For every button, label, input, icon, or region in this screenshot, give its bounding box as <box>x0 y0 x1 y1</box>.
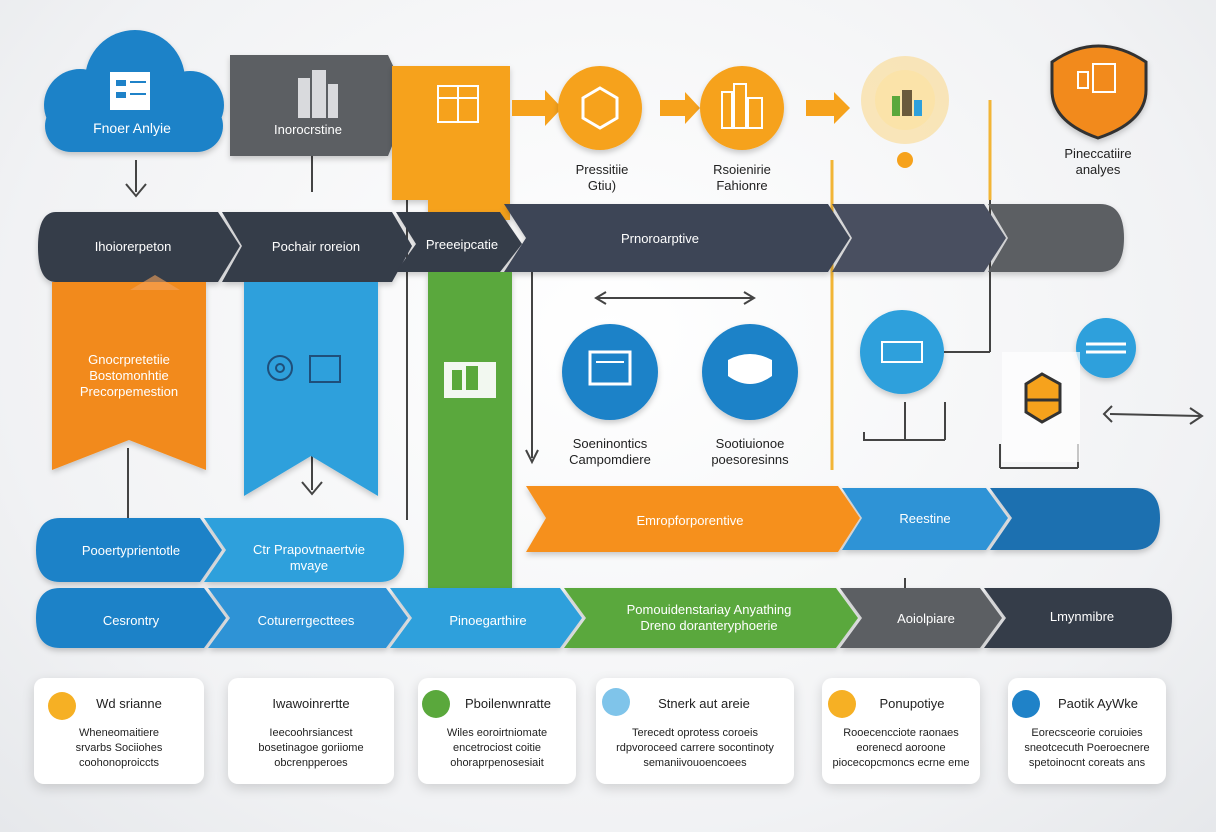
banner-notch <box>130 275 180 290</box>
card-dot <box>828 690 856 718</box>
left-band-step1: Pooertyprientotle <box>81 542 181 558</box>
shield-label: Pineccatiire analyes <box>1064 146 1132 177</box>
band1-step4: Prnoroarptive <box>620 230 700 246</box>
top-node2-label: Rsoienirie Fahionre <box>713 162 771 193</box>
bottom-band-step6: Lmynmibre <box>1049 608 1115 624</box>
card-title: Pboilenwnratte <box>465 696 551 711</box>
bottom-band-step4: Pomouidenstariay Anyathing Dreno dorante… <box>626 602 792 633</box>
top-node-circle-2 <box>700 66 784 150</box>
bottom-band-shapes <box>36 588 1172 648</box>
band1-shapes <box>38 204 1124 282</box>
package-icon <box>437 85 479 123</box>
top-node-circle-1 <box>558 66 642 150</box>
middle-circle-1 <box>562 324 658 420</box>
card-title: Paotik AyWke <box>1058 696 1138 711</box>
green-column-icon <box>444 362 496 398</box>
info-card-6: Paotik AyWke Eorecsceorie coruioies sneo… <box>1008 678 1166 784</box>
bottom-band-step1: Cesrontry <box>102 612 160 628</box>
info-card-2: Iwawoinrertte Ieecoohrsiancest bosetinag… <box>228 678 394 784</box>
orange-banner-label: Gnocrpretetiie Bostomonhtie Precorpemest… <box>79 352 179 399</box>
bottom-band-step5: Aoiolpiare <box>897 610 955 626</box>
top-node1-label: Pressitiie Gtiu) <box>575 162 629 193</box>
bottom-band-step3: Pinoegarthire <box>449 612 527 628</box>
card-dot <box>48 692 76 720</box>
small-circle-right <box>1076 318 1136 378</box>
info-card-4: Stnerk aut areie Terecedt oprotess coroe… <box>596 678 794 784</box>
band2-shapes <box>526 486 1160 552</box>
cloud-label: Fnoer Anlyie <box>93 120 171 136</box>
box-icon <box>1002 352 1080 462</box>
info-card-3: Pboilenwnratte Wiles eoroirtniomate ence… <box>418 678 576 784</box>
card-dot <box>422 690 450 718</box>
card-body: Rooecencciote raonaes eorenecd aoroone p… <box>832 727 970 769</box>
middle-circle1-label: Soeninontics Campomdiere <box>569 436 651 467</box>
blue-banner-icons <box>267 355 341 383</box>
card-body: Eorecsceorie coruioies sneotcecuth Poero… <box>1024 727 1150 769</box>
blue-banner <box>244 282 378 496</box>
band1-step3: Preeeipcatie <box>425 236 499 252</box>
band1-step2: Pochair roreion <box>271 238 361 254</box>
card-body: Wiles eoroirtniomate encetrociost coitie… <box>446 727 548 769</box>
top-arrows <box>512 90 850 126</box>
info-card-1: Wd srianne Wheneomaitiere srvarbs Sociio… <box>34 678 204 784</box>
green-column <box>428 272 512 590</box>
band2-step1: Emropforporentive <box>636 512 744 528</box>
card-body: Terecedt oprotess coroeis rdpvoroceed ca… <box>616 727 774 769</box>
band2-step2: Reestine <box>899 510 951 526</box>
card-title: Wd srianne <box>96 696 162 711</box>
city-building-icon <box>298 70 338 118</box>
bottom-band-step2: Coturerrgecttees <box>257 612 355 628</box>
middle-circle-2 <box>702 324 798 420</box>
card-body: Ieecoohrsiancest bosetinagoe goriiome ob… <box>258 727 364 769</box>
cloud-document-icon <box>110 72 150 110</box>
shield-badge <box>1050 44 1148 140</box>
left-band-shapes <box>36 518 404 582</box>
info-card-5: Ponupotiye Rooecencciote raonaes eorenec… <box>822 678 980 784</box>
card-body: Wheneomaitiere srvarbs Sociiohes coohono… <box>75 727 163 769</box>
orange-block <box>392 66 510 220</box>
gear-sun-icon <box>861 56 949 168</box>
orange-banner <box>52 282 206 470</box>
card-dot <box>1012 690 1040 718</box>
building-label: Inorocrstine <box>274 122 342 137</box>
card-dot <box>602 688 630 716</box>
card-title: Iwawoinrertte <box>272 696 350 711</box>
band1-step1: Ihoiorerpeton <box>94 238 172 254</box>
card-title: Stnerk aut areie <box>658 696 750 711</box>
left-band-step2: Ctr Prapovtnaertvie mvaye <box>253 542 365 573</box>
middle-circle-3 <box>860 310 944 394</box>
middle-circle2-label: Sootiuionoe poesoresinns <box>711 436 789 467</box>
card-title: Ponupotiye <box>879 696 945 711</box>
